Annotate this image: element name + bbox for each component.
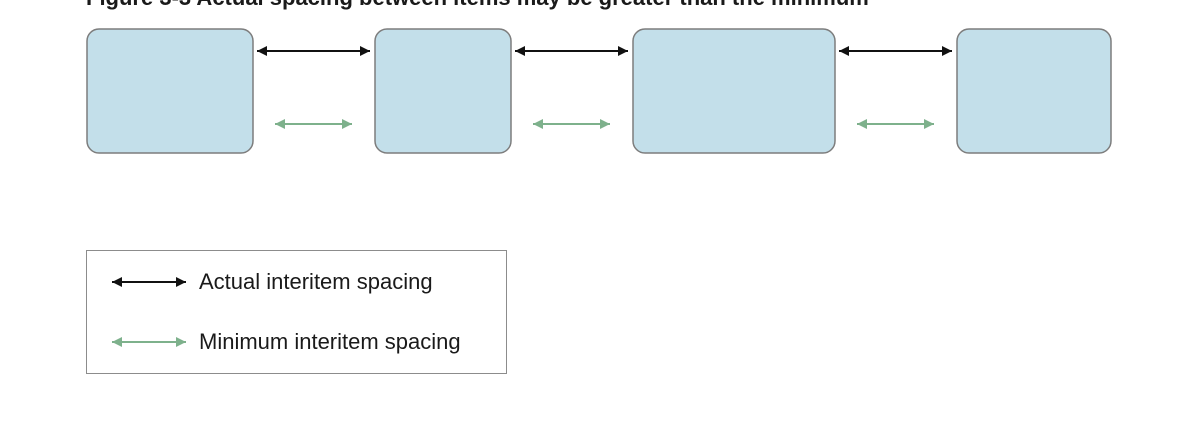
legend-minimum-label: Minimum interitem spacing <box>199 329 461 354</box>
legend-row-minimum: Minimum interitem spacing <box>111 331 461 353</box>
item-row-diagram <box>86 28 1112 154</box>
item-cell-4 <box>956 28 1112 154</box>
item-cell-2 <box>374 28 512 154</box>
legend-actual-label: Actual interitem spacing <box>199 269 433 294</box>
item-cell-3 <box>632 28 836 154</box>
figure-title: Figure 3-3 Actual spacing between items … <box>86 0 869 9</box>
item-cell-1 <box>86 28 254 154</box>
legend-minimum-arrow <box>112 337 186 347</box>
legend-box: Actual interitem spacing Minimum interit… <box>86 250 507 374</box>
legend-row-actual: Actual interitem spacing <box>111 271 433 293</box>
legend-actual-arrow <box>112 277 186 287</box>
